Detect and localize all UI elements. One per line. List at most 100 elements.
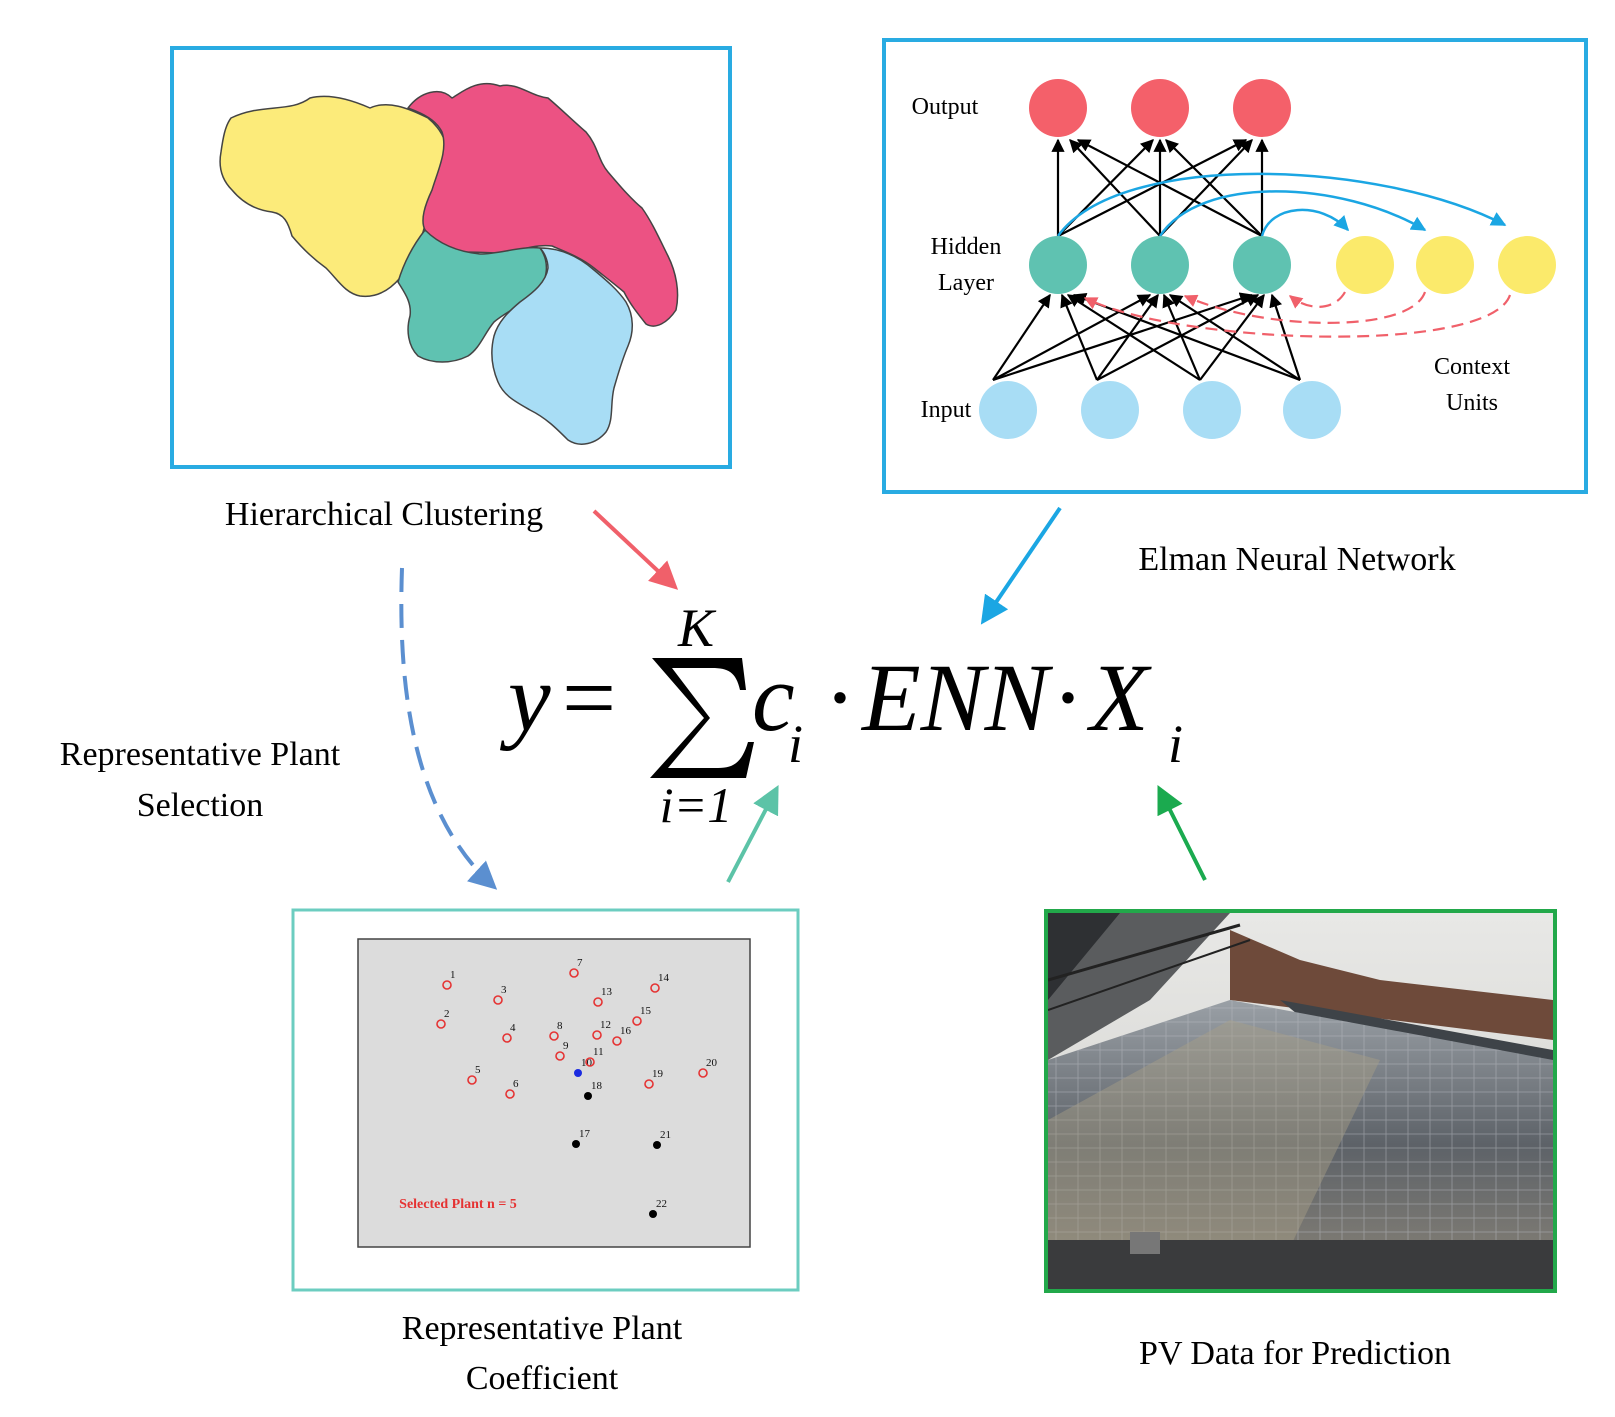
context-units-label-line2: Units [1446,390,1498,416]
plant-point-10 [574,1069,582,1077]
plant-point-20 [698,1068,708,1078]
input-layer-label: Input [921,397,972,423]
hidden-layer-label-line1: Hidden [931,234,1002,260]
formula-equals: = [562,644,616,751]
plant-point-label-9: 9 [563,1040,569,1052]
prediction-formula: y = K i=1 c i · ENN · X i [499,598,1183,833]
plant-point-3 [493,995,503,1005]
context-node [1416,236,1474,294]
plant-point-14 [650,983,660,993]
plant-point-6 [505,1089,515,1099]
formula-lhs: y [499,644,551,751]
hidden-to-context-links [1056,172,1507,237]
hidden-node [1029,236,1087,294]
selection-label-line1: Representative Plant [60,736,341,773]
selected-plant-caption: Selected Plant n = 5 [399,1197,517,1212]
formula-dot-1: · [824,644,856,751]
output-layer-label: Output [912,94,979,120]
formula-dot-2: · [1052,644,1084,751]
formula-x-subscript: i [1168,714,1183,774]
plant-point-7 [569,968,579,978]
clustered-region-map-icon [219,82,679,445]
context-to-hidden-links [1083,291,1512,338]
input-node [1183,381,1241,439]
region-blue [491,247,633,445]
plant-point-label-20: 20 [706,1057,718,1069]
clustering-label: Hierarchical Clustering [225,496,543,533]
plant-point-label-4: 4 [510,1022,516,1034]
hidden-layer [1029,236,1291,294]
pv-to-formula-arrow [1157,784,1207,881]
selection-label-line2: Selection [137,787,264,824]
clustering-to-formula-arrow [592,509,679,590]
output-layer [1029,79,1291,137]
region-teal [397,229,548,363]
formula-enn: ENN [860,644,1054,751]
plant-point-label-17: 17 [579,1128,591,1140]
output-node [1029,79,1087,137]
plant-point-4 [502,1033,512,1043]
context-layer [1336,236,1556,294]
input-node [1283,381,1341,439]
plant-point-1 [442,980,452,990]
context-node [1336,236,1394,294]
plant-point-label-1: 1 [450,969,456,981]
plant-point-11 [585,1057,595,1067]
formula-lower-limit: i=1 [660,777,733,833]
plant-point-13 [593,997,603,1007]
plant-scatter-plot [357,938,751,1248]
plant-point-15 [632,1016,642,1026]
plant-point-label-5: 5 [475,1064,481,1076]
sigma-symbol [650,658,754,778]
plant-point-5 [467,1075,477,1085]
formula-c-subscript: i [788,714,803,774]
plant-point-label-14: 14 [658,972,670,984]
elman-to-formula-arrow [980,506,1062,625]
plant-point-label-12: 12 [600,1019,611,1031]
pv-frame [1044,909,1557,1293]
formula-upper-limit: K [677,598,717,658]
plant-point-2 [436,1019,446,1029]
plant-point-9 [555,1051,565,1061]
plant-point-label-7: 7 [577,957,583,969]
coefficient-label-line1: Representative Plant [402,1310,683,1347]
region-yellow [219,95,449,298]
plant-point-16 [612,1036,622,1046]
formula-x: X [1086,644,1152,751]
plant-point-label-19: 19 [652,1068,664,1080]
elman-network: Output Hidden Layer Input Context Units [912,79,1556,439]
plant-point-label-21: 21 [660,1129,671,1141]
elman-label: Elman Neural Network [1138,541,1455,578]
plant-point-label-13: 13 [601,986,613,998]
selection-dashed-arrow [399,567,498,890]
plant-point-label-22: 22 [656,1198,667,1210]
hidden-node [1131,236,1189,294]
pv-label: PV Data for Prediction [1139,1335,1451,1372]
plant-point-8 [549,1031,559,1041]
input-node [979,381,1037,439]
rooftop-solar-panels-photo-icon [1048,913,1553,1289]
hidden-node [1233,236,1291,294]
context-units-label-line1: Context [1434,354,1510,380]
plant-point-label-18: 18 [591,1080,603,1092]
input-layer [979,381,1341,439]
output-node [1233,79,1291,137]
plant-point-label-2: 2 [444,1008,450,1020]
input-to-hidden-links [992,292,1302,382]
plant-point-label-6: 6 [513,1078,519,1090]
plant-point-12 [592,1030,602,1040]
plant-point-19 [644,1079,654,1089]
input-node [1081,381,1139,439]
plant-point-label-8: 8 [557,1020,563,1032]
plant-point-17 [572,1140,580,1148]
plant-point-18 [584,1092,592,1100]
plant-point-label-15: 15 [640,1005,652,1017]
plant-point-label-16: 16 [620,1025,632,1037]
plant-point-label-3: 3 [501,984,507,996]
hidden-layer-label-line2: Layer [938,270,994,296]
plant-point-21 [653,1141,661,1149]
coefficient-label-line2: Coefficient [466,1360,619,1397]
output-node [1131,79,1189,137]
